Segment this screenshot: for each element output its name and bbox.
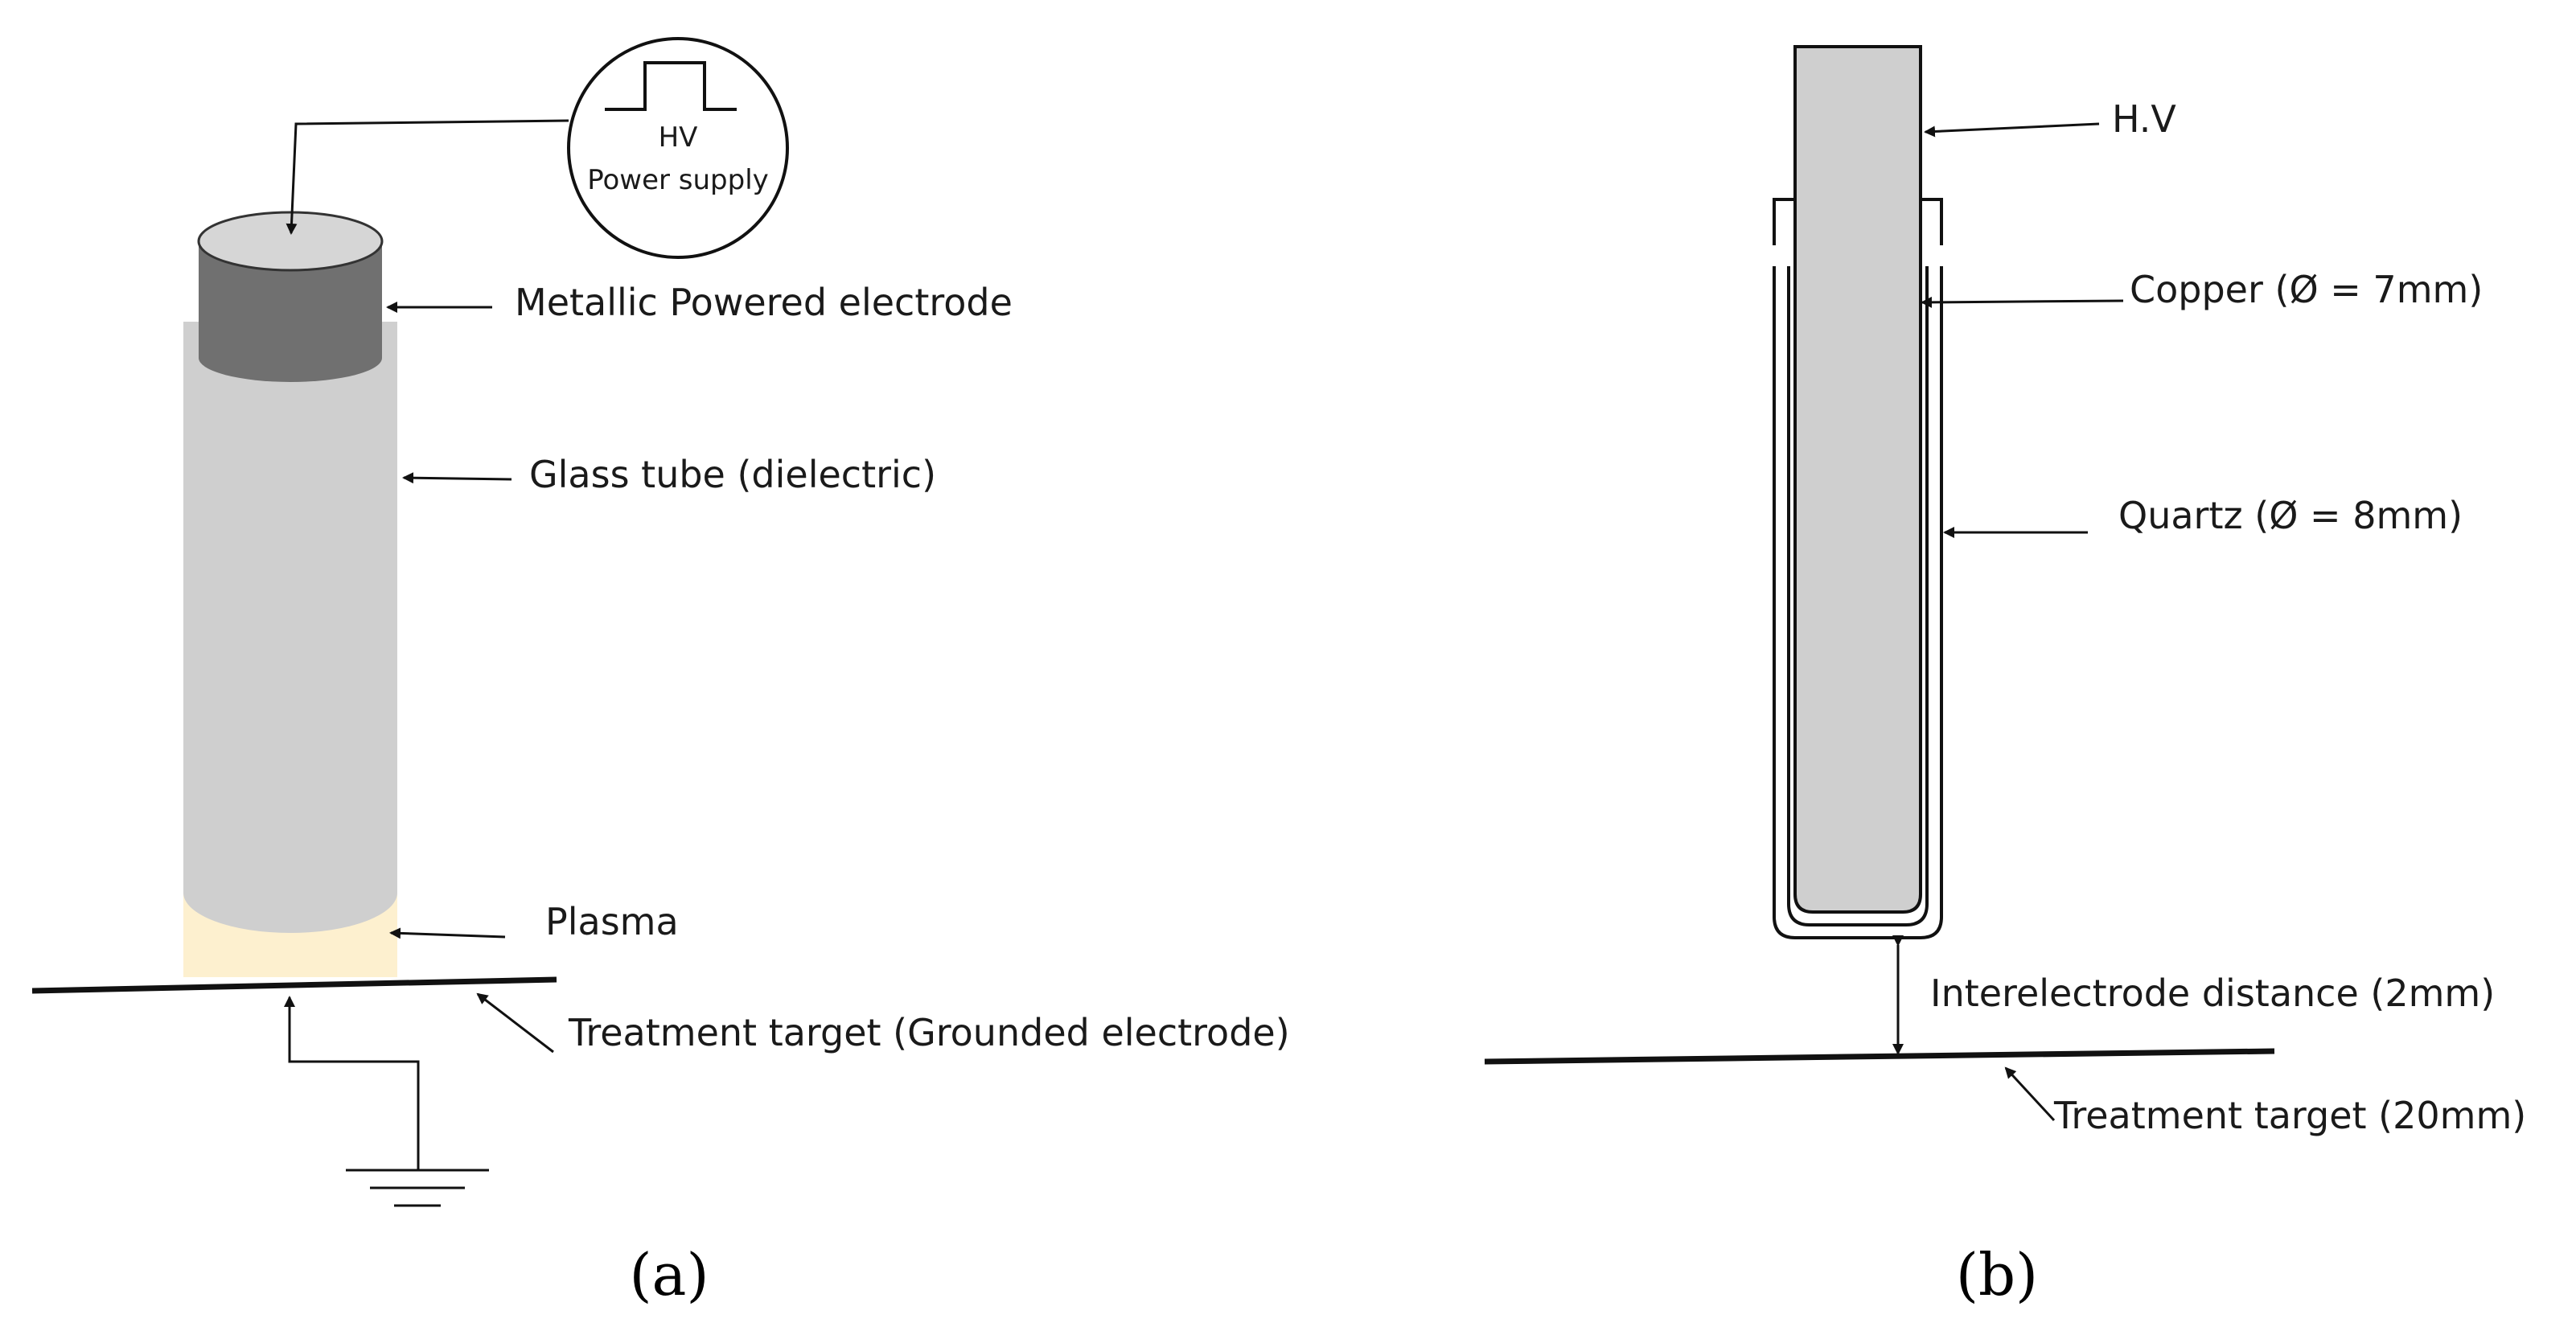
target-label: Treatment target (Grounded electrode) [568, 1011, 1290, 1054]
target-arrow-b [2004, 1066, 2056, 1122]
power-supply-label-1: HV [659, 121, 698, 154]
caption-b: (b) [1956, 1241, 2038, 1309]
distance-label: Interelectrode distance (2mm) [1930, 972, 2495, 1015]
ground-wiring [284, 996, 489, 1207]
copper-label: Copper (Ø = 7mm) [2130, 268, 2483, 311]
target-label-b: Treatment target (20mm) [2053, 1094, 2526, 1137]
power-supply-label-2: Power supply [587, 164, 769, 196]
metallic-electrode [197, 211, 384, 382]
panel-a: HV Power supply Metallic Powered electro… [31, 37, 1290, 1309]
supply-wire [286, 119, 569, 235]
plasma-label: Plasma [545, 900, 679, 943]
plasma-arrow [389, 927, 506, 939]
hv-label: H.V [2112, 97, 2176, 141]
caption-a: (a) [629, 1241, 709, 1309]
hv-power-supply: HV Power supply [567, 37, 789, 259]
electrode-label: Metallic Powered electrode [515, 281, 1013, 324]
copper-arrow [1921, 296, 2124, 308]
glass-tube [183, 322, 397, 933]
hv-arrow [1924, 122, 2100, 138]
treatment-target-plate [31, 976, 557, 994]
copper-rod [1793, 45, 1922, 914]
glass-label: Glass tube (dielectric) [529, 453, 936, 496]
treatment-target-plate-b [1484, 1048, 2275, 1065]
target-arrow [476, 992, 554, 1054]
panel-b: H.V Copper (Ø = 7mm) Quartz (Ø = 8mm) In… [1484, 45, 2526, 1309]
quartz-tube-inner [1787, 265, 1929, 926]
pulse-waveform-icon [605, 61, 737, 111]
glass-arrow [402, 472, 512, 484]
quartz-label: Quartz (Ø = 8mm) [2118, 494, 2463, 537]
